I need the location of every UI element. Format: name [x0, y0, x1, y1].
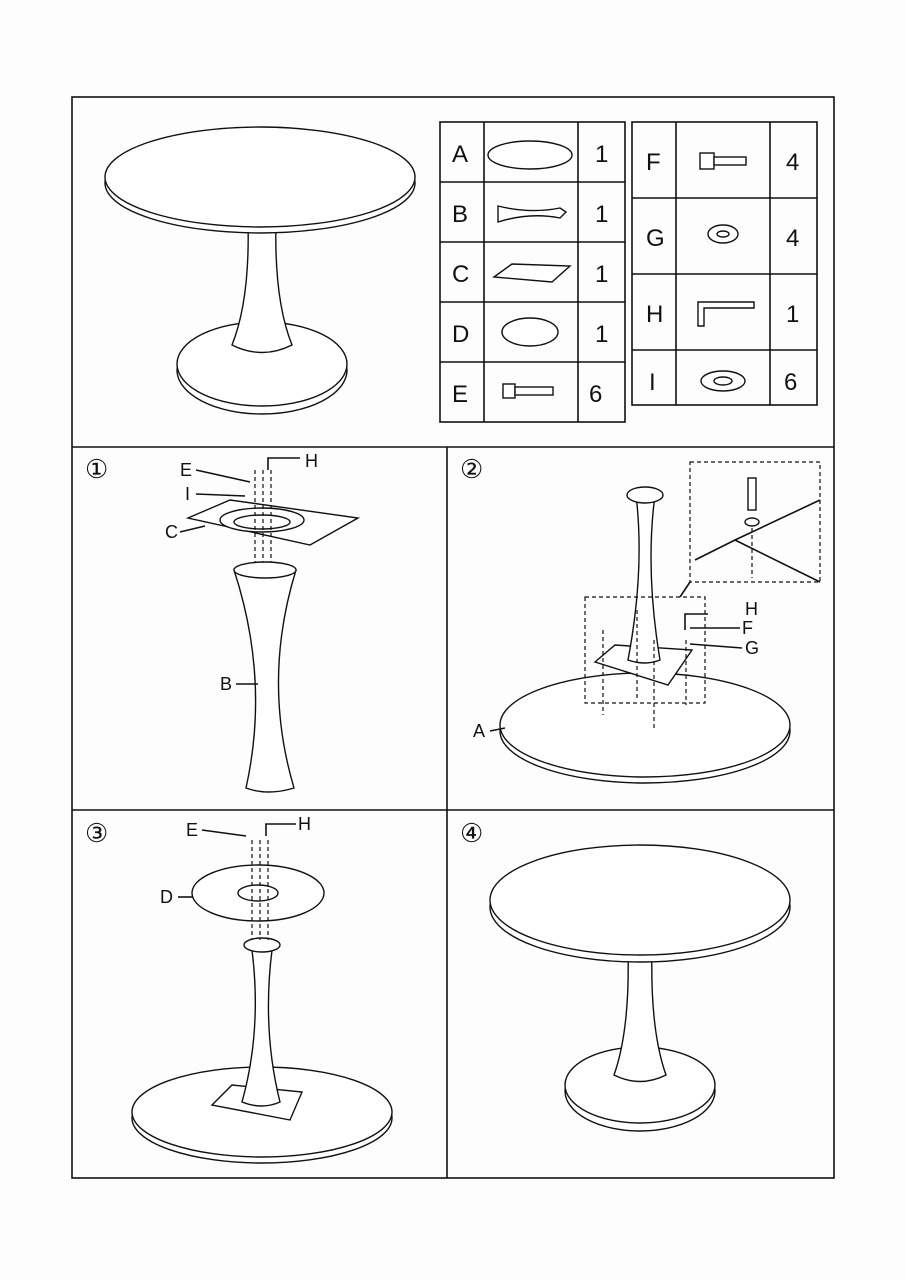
line-art [195, 469, 251, 483]
step-number: ① [85, 454, 108, 484]
label: E [452, 381, 468, 408]
label: 1 [595, 321, 608, 348]
line-art [489, 844, 791, 956]
allen-key-icon [697, 301, 755, 327]
label: H [745, 599, 758, 619]
line-art [713, 156, 747, 166]
line-art [631, 121, 818, 406]
line-art [613, 949, 667, 1083]
line-art [502, 383, 516, 399]
short-bolt-icon [699, 152, 747, 170]
step-number: ④ [460, 818, 483, 848]
label: E [180, 460, 192, 480]
label: G [646, 225, 665, 252]
flat-washer-icon [700, 370, 746, 392]
line-art [231, 221, 293, 354]
line-art [489, 727, 506, 732]
outer-frame [71, 96, 835, 1179]
bolt-icon [502, 383, 554, 399]
label: 4 [786, 149, 799, 176]
detail-inset [689, 461, 821, 583]
line-art [626, 486, 664, 504]
label: I [649, 369, 656, 396]
top-plate-icon [492, 263, 572, 283]
label: H [646, 301, 663, 328]
line-art [243, 937, 281, 953]
parts-table-right: F 4 G 4 H 1 I 6 [631, 121, 818, 406]
label: D [160, 887, 173, 907]
label: D [452, 321, 469, 348]
label: A [473, 721, 485, 741]
column-icon [497, 205, 568, 223]
line-art [694, 499, 821, 583]
label: I [185, 484, 190, 504]
step-2: ② H F G A [460, 454, 821, 784]
line-art [201, 829, 247, 837]
step-number: ③ [85, 818, 108, 848]
label: F [646, 149, 661, 176]
label: 6 [589, 381, 602, 408]
line-art [747, 477, 757, 511]
line-art [689, 643, 743, 649]
line-art [713, 376, 733, 386]
label: F [742, 618, 753, 638]
line-art [265, 823, 296, 836]
line-art [104, 126, 416, 228]
label: 1 [786, 301, 799, 328]
line-art [744, 517, 760, 527]
label: H [298, 814, 311, 834]
line-art [679, 581, 691, 598]
label: 1 [595, 261, 608, 288]
line-art [237, 884, 279, 902]
line-art [195, 493, 246, 497]
line-art [233, 514, 291, 530]
line-art [627, 494, 661, 664]
line-art [716, 230, 730, 238]
label: 4 [786, 225, 799, 252]
base-cover-icon [501, 317, 559, 347]
line-art [684, 613, 708, 630]
line-art [499, 672, 791, 778]
line-art [267, 457, 300, 470]
column-b [233, 564, 297, 793]
assembled-table-illustration [104, 126, 416, 415]
label: A [452, 141, 468, 168]
label: 1 [595, 141, 608, 168]
label: 1 [595, 201, 608, 228]
label: C [452, 261, 469, 288]
line-art [593, 644, 694, 686]
step-3: ③ E H D [85, 814, 393, 1164]
line-art [241, 949, 281, 1107]
line-art [233, 561, 297, 579]
line-art [439, 121, 626, 423]
label: B [220, 674, 232, 694]
tabletop-icon [487, 140, 573, 170]
label: E [186, 820, 198, 840]
line-art [514, 386, 554, 396]
line-art [179, 525, 206, 533]
label: 6 [784, 369, 797, 396]
parts-table-left: A 1 B 1 C 1 D 1 E 6 [439, 121, 626, 423]
line-art [699, 152, 715, 170]
step-4: ④ [460, 818, 791, 1132]
label: B [452, 201, 468, 228]
washer-icon [707, 224, 739, 244]
label: C [165, 522, 178, 542]
label: G [745, 638, 759, 658]
step-number: ② [460, 454, 483, 484]
detail-box [584, 596, 706, 704]
step-1: ① E H I C B [85, 451, 361, 793]
label: H [305, 451, 318, 471]
